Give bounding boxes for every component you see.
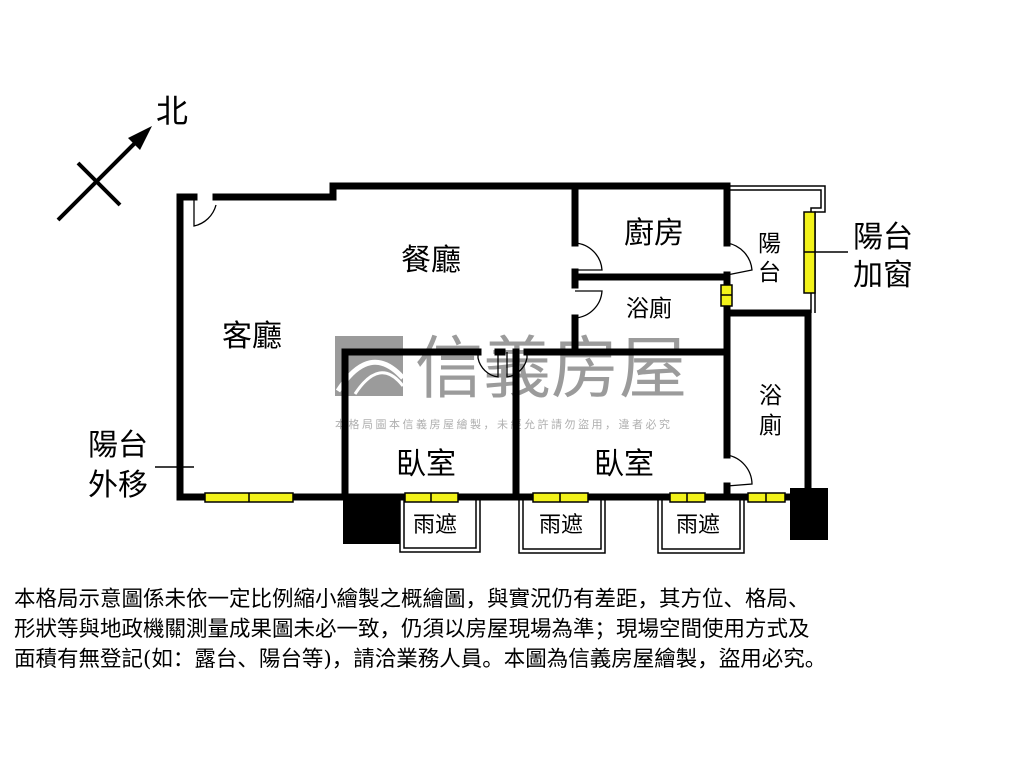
- room-kitchen: 廚房: [624, 216, 684, 251]
- entrance-door: [193, 197, 217, 227]
- doors: [193, 197, 753, 487]
- north-compass: 北: [56, 92, 188, 222]
- balcony-door: [726, 242, 753, 276]
- north-label: 北: [156, 92, 188, 130]
- room-bath-1: 浴廁: [626, 296, 672, 322]
- canopy-2: 雨遮: [539, 513, 583, 538]
- column: [343, 494, 400, 544]
- room-bedroom-2: 臥室: [594, 447, 654, 482]
- balcony-moved-note-2: 外移: [88, 468, 148, 503]
- windows: [204, 211, 816, 503]
- bedroom1-door: [477, 352, 499, 378]
- bedroom2-door: [506, 352, 528, 378]
- room-bath-2a: 浴: [759, 383, 782, 409]
- north-arrow-icon: [128, 126, 152, 150]
- disclaimer-line: 面積有無登記(如：露台、陽台等)，請洽業務人員。本圖為信義房屋繪製，盜用必究。: [14, 647, 827, 672]
- disclaimer-line: 形狀等與地政機關測量成果圖未必一致，仍須以房屋現場為準；現場空間使用方式及: [14, 617, 810, 642]
- bath-door: [574, 290, 603, 319]
- disclaimer-line: 本格局示意圖係未依一定比例縮小繪製之概繪圖，與實況仍有差距，其方位、格局、: [14, 587, 810, 612]
- room-balcony-2: 台: [758, 260, 781, 286]
- balcony-window-note-1: 陽台: [853, 220, 913, 255]
- room-bedroom-1: 臥室: [396, 447, 456, 482]
- canopy-1: 雨遮: [413, 513, 457, 538]
- balcony-moved-note-1: 陽台: [88, 428, 148, 463]
- disclaimer: 本格局示意圖係未依一定比例縮小繪製之概繪圖，與實況仍有差距，其方位、格局、 形狀…: [14, 585, 1014, 675]
- watermark: 信義房屋 本格局圖本信義房屋繪製，未經允許請勿盜用，違者必究: [335, 330, 687, 431]
- watermark-brand: 信義房屋: [415, 330, 687, 409]
- room-dining: 餐廳: [401, 243, 461, 278]
- room-balcony-1: 陽: [758, 231, 781, 257]
- column: [790, 488, 828, 540]
- room-living: 客廳: [222, 319, 282, 354]
- canopy-3: 雨遮: [676, 513, 720, 538]
- balcony-window-note-2: 加窗: [853, 258, 913, 293]
- bath2-door: [726, 454, 753, 487]
- watermark-notice: 本格局圖本信義房屋繪製，未經允許請勿盜用，違者必究: [335, 417, 673, 431]
- kitchen-door: [574, 242, 603, 271]
- room-bath-2b: 廁: [759, 413, 782, 439]
